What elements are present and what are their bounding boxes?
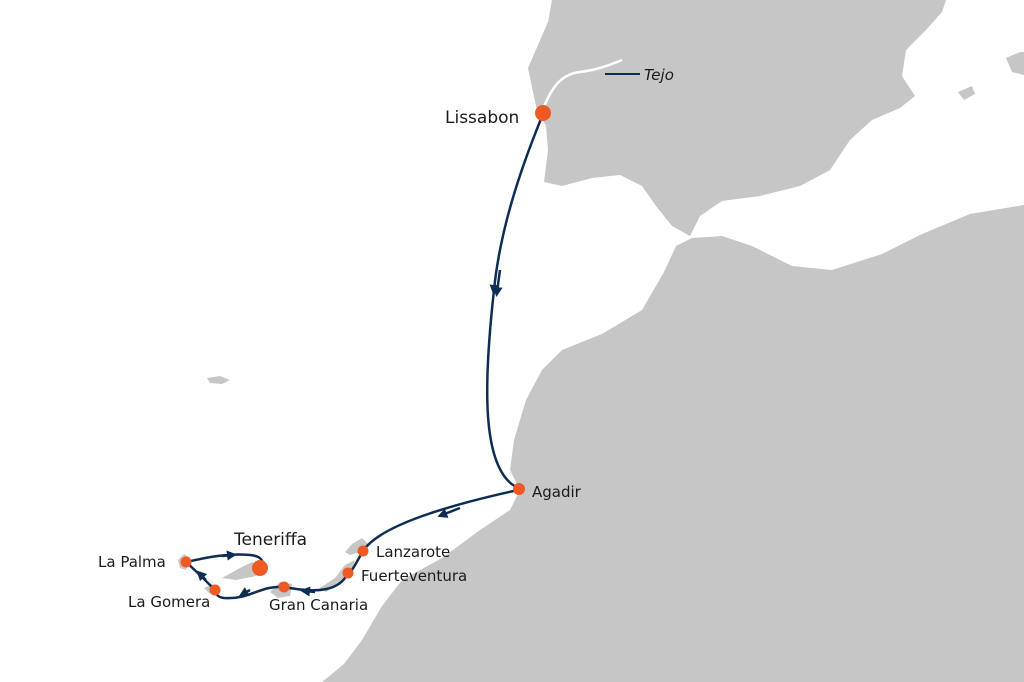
port-marker-lissabon[interactable] xyxy=(535,105,551,121)
river-label: Tejo xyxy=(644,66,674,84)
land-balearics xyxy=(958,86,975,100)
land-tenerife xyxy=(222,562,262,580)
land-lanzarote xyxy=(345,538,368,555)
land-africa xyxy=(322,205,1024,682)
route-segment-arrow-2 xyxy=(437,506,461,518)
route-segment-arrow-3 xyxy=(300,586,316,597)
river-tejo xyxy=(540,58,623,113)
port-label-la-gomera: La Gomera xyxy=(128,593,211,611)
route-segment-arrow-1 xyxy=(492,269,503,297)
port-marker-gran-canaria[interactable] xyxy=(278,581,290,593)
port-marker-la-gomera[interactable] xyxy=(209,584,221,596)
port-label-teneriffa: Teneriffa xyxy=(234,530,308,550)
port-markers xyxy=(180,105,551,596)
land-madeira xyxy=(207,376,230,384)
land-iberia xyxy=(528,0,946,236)
route-segment-arrow-6 xyxy=(221,550,237,561)
port-label-lissabon: Lissabon xyxy=(445,108,520,128)
port-marker-fuerteventura[interactable] xyxy=(342,567,354,579)
route xyxy=(185,113,545,600)
port-label-lanzarote: Lanzarote xyxy=(376,543,451,561)
port-label-fuerteventura: Fuerteventura xyxy=(361,567,468,585)
route-agadir-lanzarote xyxy=(361,488,519,552)
land-sardinia xyxy=(1006,52,1024,75)
port-marker-agadir[interactable] xyxy=(513,483,525,495)
port-marker-lanzarote[interactable] xyxy=(357,545,369,557)
port-marker-la-palma[interactable] xyxy=(180,556,192,568)
route-segment-arrow-5 xyxy=(196,570,208,582)
port-label-gran-canaria: Gran Canaria xyxy=(269,596,369,614)
port-marker-teneriffa[interactable] xyxy=(252,560,268,576)
port-label-la-palma: La Palma xyxy=(98,553,166,571)
route-segment-arrow-4 xyxy=(238,587,251,597)
port-label-agadir: Agadir xyxy=(532,483,581,501)
